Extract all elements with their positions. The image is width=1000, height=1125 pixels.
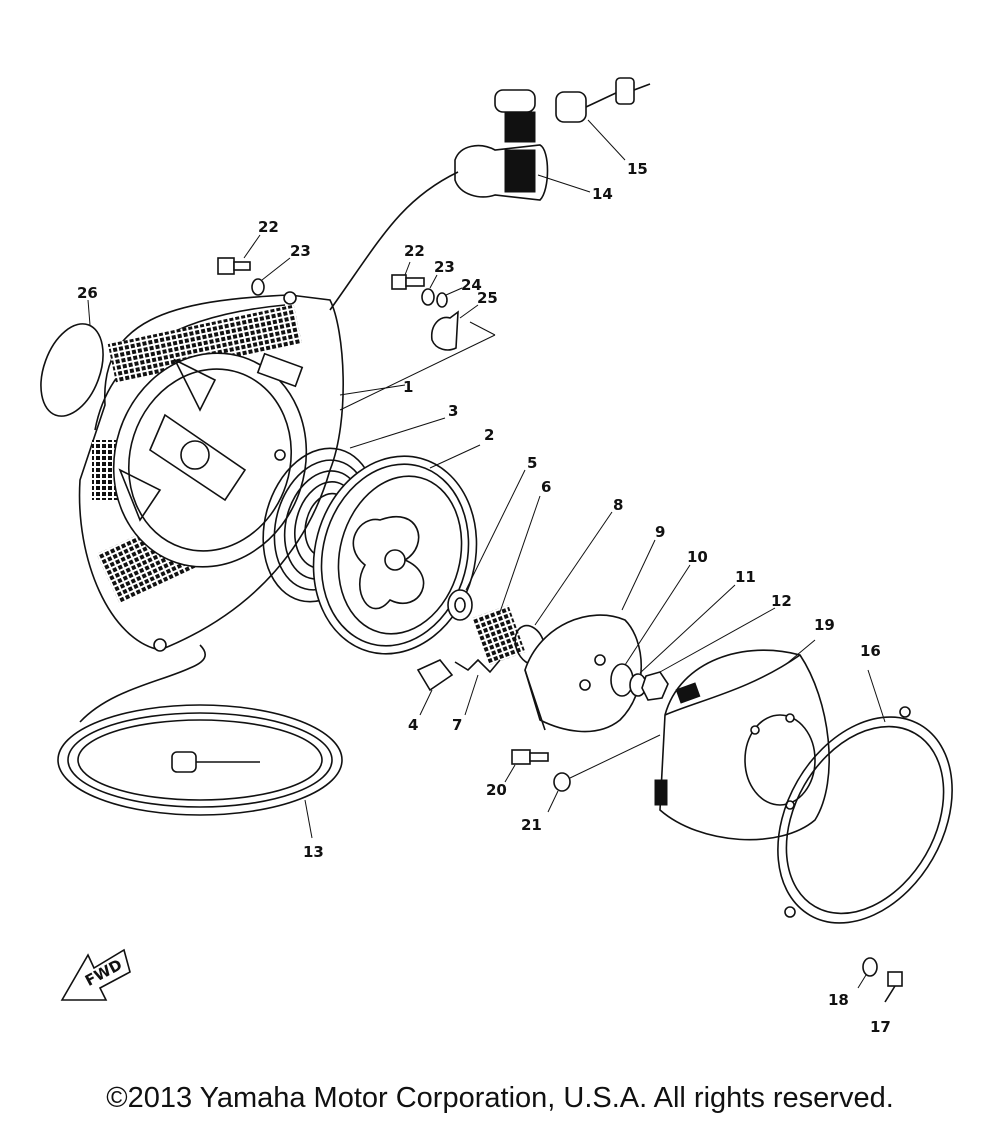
callout-1: 1 — [403, 378, 413, 396]
bolt-part-17 — [884, 971, 903, 1003]
gasket-part-16 — [777, 706, 953, 924]
callout-7: 7 — [452, 716, 462, 734]
callout-3: 3 — [448, 402, 458, 420]
mesh-disc-part-26 — [40, 323, 104, 417]
callout-21: 21 — [521, 816, 542, 834]
callout-9: 9 — [655, 523, 665, 541]
clamp-part-25 — [430, 310, 459, 351]
cover-part-19 — [654, 649, 830, 841]
spring-part-6 — [472, 605, 526, 665]
grip-part-15 — [555, 77, 651, 123]
pulley-part-2 — [312, 455, 478, 655]
washer-part-23a — [251, 278, 265, 296]
washer-part-10 — [610, 663, 634, 697]
callout-23a: 23 — [290, 242, 311, 260]
callout-15: 15 — [627, 160, 648, 178]
callout-12: 12 — [771, 592, 792, 610]
callout-labels: 1 2 3 4 5 6 7 8 9 10 11 12 13 14 15 16 1… — [77, 160, 891, 1036]
callout-25: 25 — [477, 289, 498, 307]
washer-part-21 — [553, 772, 571, 792]
callout-18: 18 — [828, 991, 849, 1009]
washer-part-5 — [447, 589, 473, 621]
callout-14: 14 — [592, 185, 613, 203]
bolt-part-22a — [217, 257, 251, 275]
callout-22a: 22 — [258, 218, 279, 236]
callout-24: 24 — [461, 276, 482, 294]
exploded-parts-diagram: FWD 1 2 3 4 5 6 7 8 9 10 11 12 13 14 15 … — [40, 77, 953, 1036]
callout-4: 4 — [408, 716, 418, 734]
rope-coil-part-13 — [57, 644, 343, 816]
nut-part-24 — [436, 292, 448, 308]
callout-20: 20 — [486, 781, 507, 799]
handle-part-14 — [454, 89, 549, 201]
nut-part-12 — [641, 671, 669, 701]
callout-19: 19 — [814, 616, 835, 634]
callout-26: 26 — [77, 284, 98, 302]
callout-13: 13 — [303, 843, 324, 861]
callout-10: 10 — [687, 548, 708, 566]
wire-spring-part-7 — [454, 658, 501, 674]
bolt-part-20 — [511, 749, 549, 765]
callout-6: 6 — [541, 478, 551, 496]
callout-5: 5 — [527, 454, 537, 472]
callout-17: 17 — [870, 1018, 891, 1036]
washer-part-18 — [862, 957, 878, 977]
plate-part-9 — [524, 614, 642, 733]
callout-8: 8 — [613, 496, 623, 514]
pawl-part-4 — [416, 659, 454, 692]
callout-2: 2 — [484, 426, 494, 444]
callout-16: 16 — [860, 642, 881, 660]
callout-23b: 23 — [434, 258, 455, 276]
callout-22b: 22 — [404, 242, 425, 260]
bolt-part-22b — [391, 274, 425, 290]
recoil-housing-part-1 — [78, 291, 344, 652]
fwd-arrow-icon: FWD — [60, 948, 131, 1001]
callout-11: 11 — [735, 568, 756, 586]
washer-part-23b — [421, 288, 435, 306]
copyright-notice: ©2013 Yamaha Motor Corporation, U.S.A. A… — [106, 1082, 894, 1114]
